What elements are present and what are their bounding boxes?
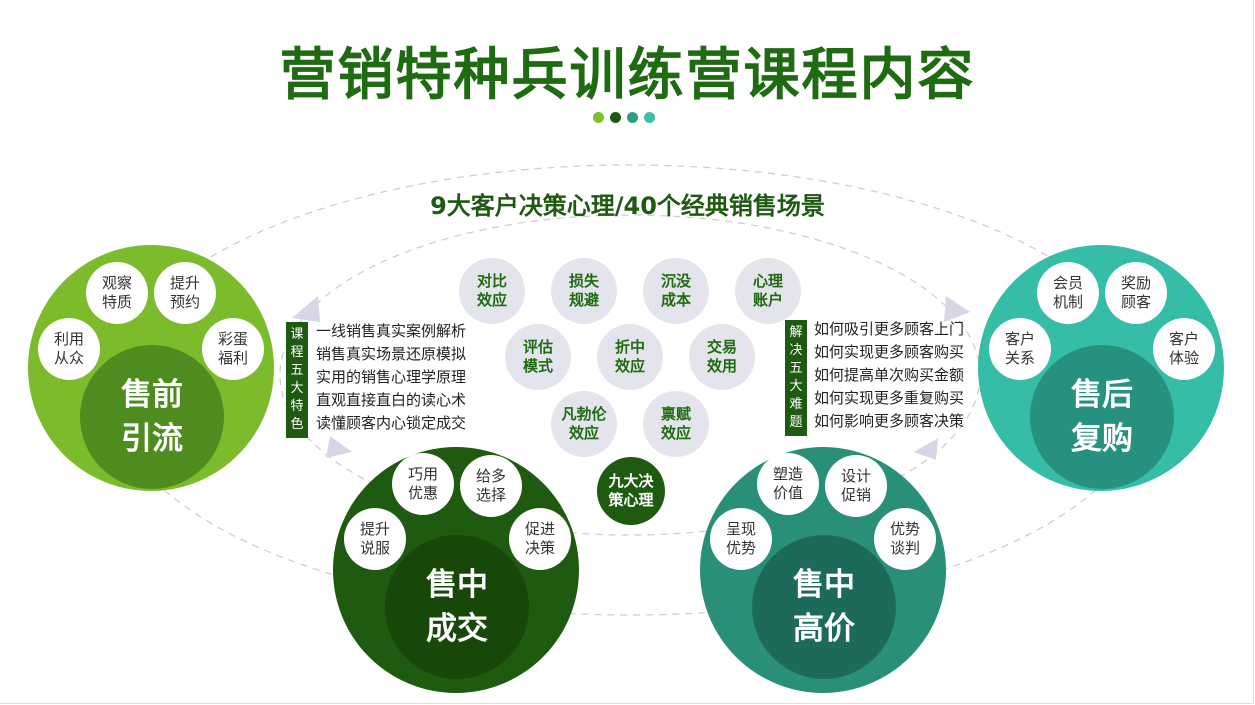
aftersale-label-2: 复购 xyxy=(1071,421,1133,457)
title-dots xyxy=(593,112,655,123)
feature-item: 直观直接直白的读心术 xyxy=(316,391,467,409)
psych-center-badge: 九大决 策心理 xyxy=(597,457,665,525)
problems-tag-char: 难 xyxy=(789,397,803,412)
arrow-left-up-icon xyxy=(292,296,320,322)
petal-midprice-advantage: 呈现 优势 xyxy=(710,508,772,570)
features-tag-char: 特 xyxy=(290,399,304,414)
psych-compromise-effect: 折中 效应 xyxy=(597,324,663,390)
features-tag-char: 五 xyxy=(290,363,304,378)
feature-item: 实用的销售心理学原理 xyxy=(316,368,467,386)
subtitle: 9大客户决策心理/40个经典销售场景 xyxy=(430,192,825,220)
aftersale-label-1: 售后 xyxy=(1071,377,1133,413)
midprice-label-2: 高价 xyxy=(793,611,855,647)
psych-sunk-cost: 沉没 成本 xyxy=(643,258,709,324)
dot-2 xyxy=(610,112,621,123)
petal-presale-bonus: 彩蛋 福利 xyxy=(202,318,264,380)
problems-tag-char: 决 xyxy=(789,343,803,358)
feature-item: 一线销售真实案例解析 xyxy=(316,322,467,340)
petal-midsale-persuade: 提升 说服 xyxy=(344,508,406,570)
psych-transaction-utility: 交易 效用 xyxy=(689,324,755,390)
problem-item: 如何实现更多顾客购买 xyxy=(814,343,965,361)
page-title: 营销特种兵训练营课程内容 xyxy=(279,43,976,108)
petal-aftersale-reward: 奖励 顾客 xyxy=(1105,262,1167,324)
petal-midprice-negotiate: 优势 谈判 xyxy=(874,508,936,570)
presale-label-1: 售前 xyxy=(121,377,183,413)
problem-item: 如何吸引更多顾客上门 xyxy=(814,320,965,338)
petal-midsale-decision: 促进 决策 xyxy=(509,508,571,570)
midsale-label-2: 成交 xyxy=(426,611,488,647)
psych-mental-account: 心理 账户 xyxy=(735,258,801,324)
problems-tag-char: 题 xyxy=(789,415,803,430)
problems-tag-char: 解 xyxy=(789,325,803,340)
problem-item: 如何实现更多重复购买 xyxy=(814,389,965,407)
problems-tag-char: 五 xyxy=(789,361,803,376)
features-tag-char: 程 xyxy=(290,345,304,360)
petal-midprice-promo: 设计 促销 xyxy=(825,455,887,517)
psych-evaluation-mode: 评估 模式 xyxy=(505,324,571,390)
midsale-label-1: 售中 xyxy=(426,567,488,603)
dot-3 xyxy=(627,112,638,123)
dot-1 xyxy=(593,112,604,123)
arrow-right-down-icon xyxy=(914,438,938,460)
petal-aftersale-relation: 客户 关系 xyxy=(989,318,1051,380)
petal-midsale-choices: 给多 选择 xyxy=(460,455,522,517)
problem-item: 如何影响更多顾客决策 xyxy=(814,412,965,430)
presale-core: 售前引流 xyxy=(80,345,224,489)
feature-item: 读懂顾客内心锁定成交 xyxy=(316,414,467,432)
problems-tag: 解 决 五 大 难 题 xyxy=(785,320,807,436)
midsale-core: 售中成交 xyxy=(385,535,529,679)
psych-endowment-effect: 禀赋 效应 xyxy=(643,391,709,457)
problems-tag-char: 大 xyxy=(789,379,803,394)
petal-midprice-value: 塑造 价值 xyxy=(757,453,819,515)
features-tag-char: 课 xyxy=(290,327,304,342)
feature-item: 销售真实场景还原模拟 xyxy=(316,345,467,363)
petal-presale-herd: 利用 从众 xyxy=(38,318,100,380)
petal-aftersale-experience: 客户 体验 xyxy=(1153,318,1215,380)
arrow-left-down-icon xyxy=(326,436,352,458)
midprice-label-1: 售中 xyxy=(793,567,855,603)
features-tag: 课 程 五 大 特 色 xyxy=(286,322,308,438)
petal-presale-booking: 提升 预约 xyxy=(154,262,216,324)
midprice-core: 售中高价 xyxy=(752,535,896,679)
presale-label-2: 引流 xyxy=(121,421,183,457)
psych-contrast-effect: 对比 效应 xyxy=(459,258,525,324)
psych-veblen-effect: 凡勃伦 效应 xyxy=(551,391,617,457)
psych-loss-aversion: 损失 规避 xyxy=(551,258,617,324)
petal-aftersale-member: 会员 机制 xyxy=(1037,262,1099,324)
arrow-right-up-icon xyxy=(944,296,970,322)
dot-4 xyxy=(644,112,655,123)
features-list: 一线销售真实案例解析 销售真实场景还原模拟 实用的销售心理学原理 直观直接直白的… xyxy=(316,320,466,435)
features-tag-char: 大 xyxy=(290,381,304,396)
aftersale-core: 售后复购 xyxy=(1030,345,1174,489)
features-tag-char: 色 xyxy=(290,417,304,432)
problems-list: 如何吸引更多顾客上门 如何实现更多顾客购买 如何提高单次购买金额 如何实现更多重… xyxy=(814,318,964,433)
problem-item: 如何提高单次购买金额 xyxy=(814,366,965,384)
petal-presale-observe: 观察 特质 xyxy=(86,262,148,324)
petal-midsale-discount: 巧用 优惠 xyxy=(392,453,454,515)
